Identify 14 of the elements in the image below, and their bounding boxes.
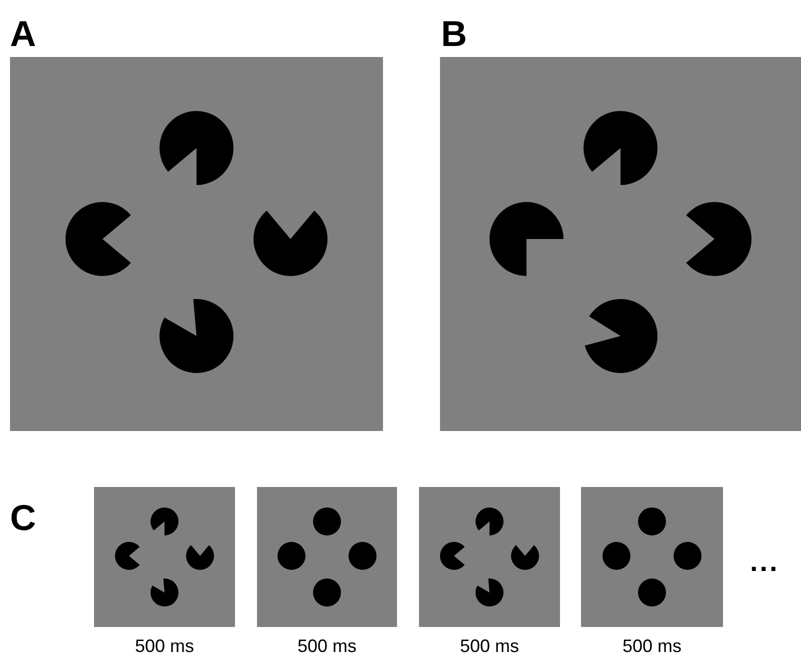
stimulus-picture	[419, 487, 560, 627]
panel-letter: B	[441, 16, 467, 52]
stimulus-picture	[10, 57, 383, 431]
stimulus-picture	[440, 57, 801, 431]
duration-label: 500 ms	[296, 637, 358, 655]
panel-letter: A	[10, 16, 36, 52]
duration-label: 500 ms	[458, 637, 520, 655]
panel-letter: C	[10, 500, 36, 536]
duration-label: 500 ms	[621, 637, 683, 655]
stimulus-picture	[257, 487, 397, 627]
stimulus-picture	[94, 487, 235, 627]
duration-label: 500 ms	[134, 637, 196, 655]
stimulus-picture	[581, 487, 723, 627]
ellipsis: ...	[750, 548, 780, 576]
